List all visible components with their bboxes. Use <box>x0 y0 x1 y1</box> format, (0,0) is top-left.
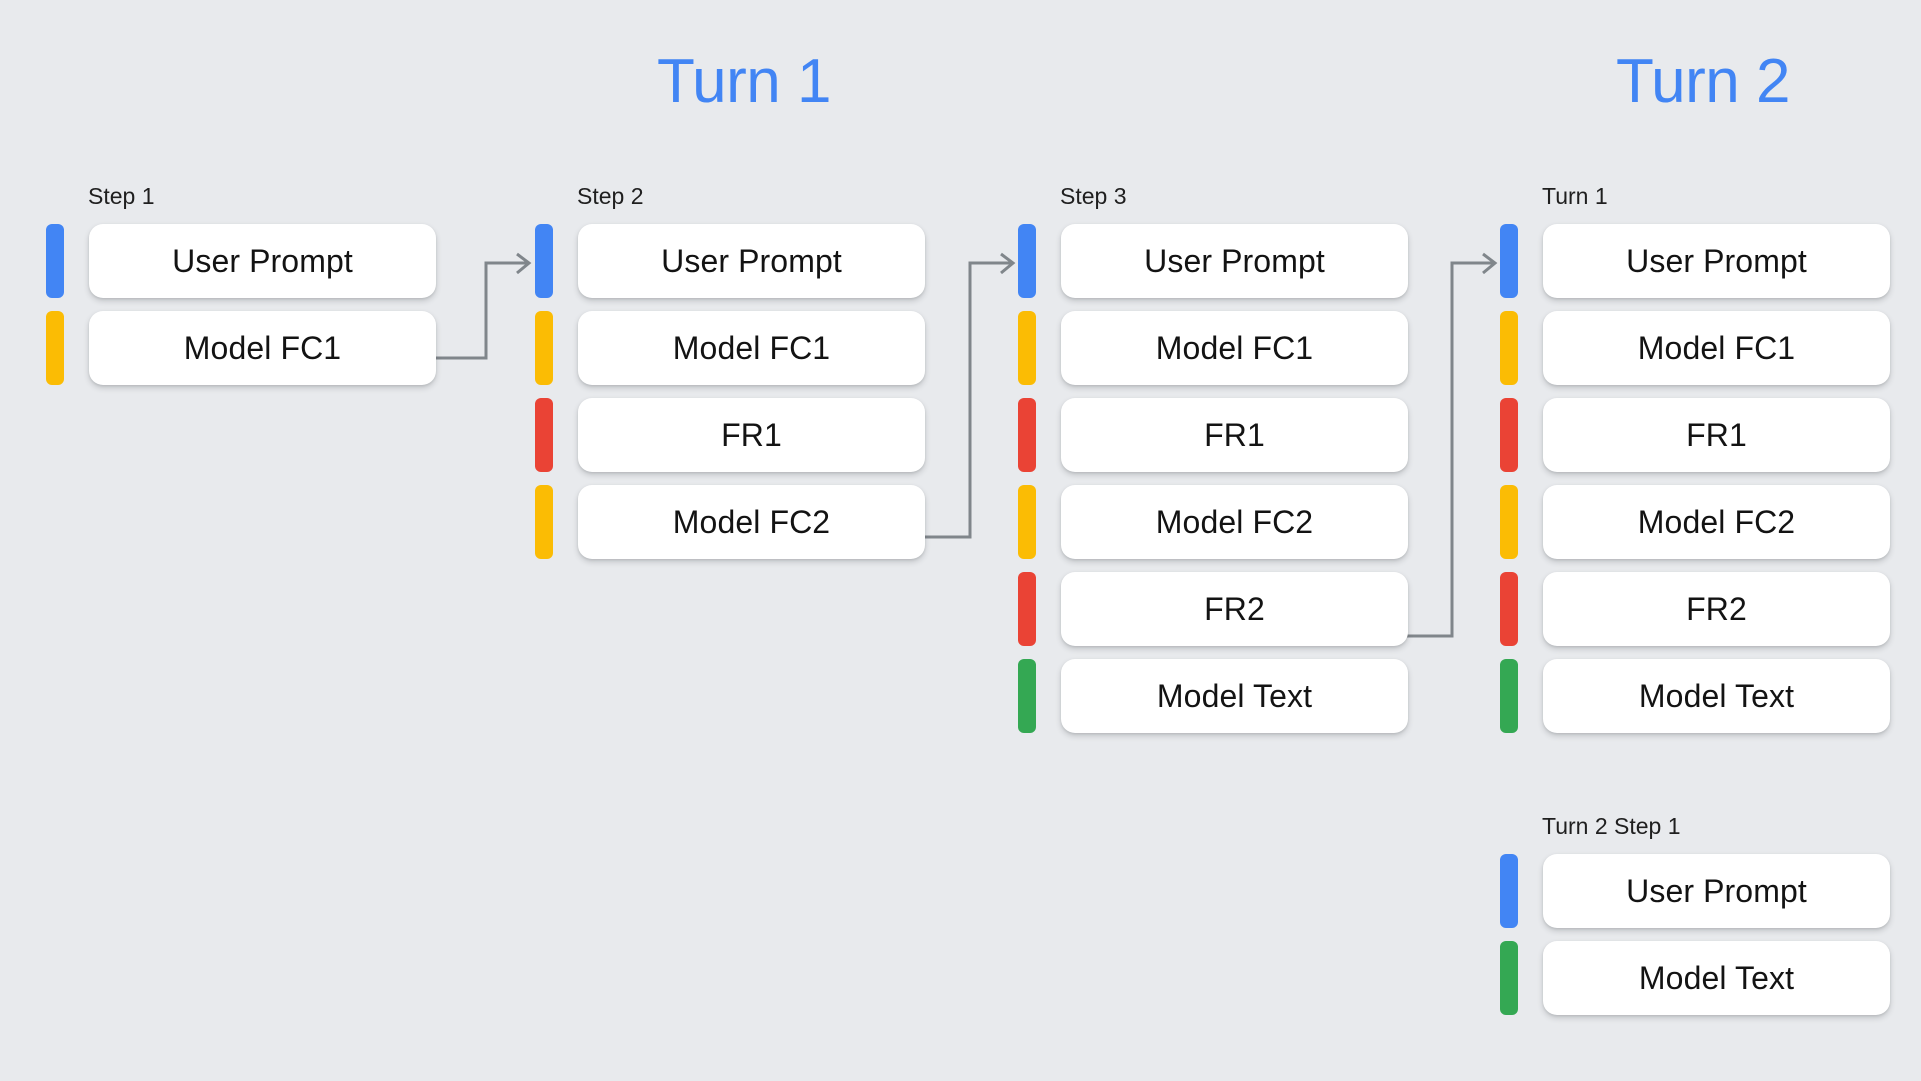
status-bar-user-prompt-icon <box>1018 224 1036 298</box>
card-function-response[interactable]: FR1 <box>1543 398 1890 472</box>
card-model-function-call[interactable]: Model FC2 <box>1543 485 1890 559</box>
status-bar-function-response-icon <box>535 398 553 472</box>
row-model-text[interactable]: Model Text <box>1018 659 1408 733</box>
row-user-prompt[interactable]: User Prompt <box>1500 224 1890 298</box>
heading-turn-1: Turn 1 <box>657 47 831 116</box>
row-user-prompt[interactable]: User Prompt <box>535 224 925 298</box>
status-bar-model-text-icon <box>1018 659 1036 733</box>
column-label-turn2-step1: Turn 2 Step 1 <box>1542 813 1681 839</box>
card-user-prompt[interactable]: User Prompt <box>578 224 925 298</box>
card-model-function-call[interactable]: Model FC1 <box>578 311 925 385</box>
card-model-function-call[interactable]: Model FC2 <box>1061 485 1408 559</box>
row-model-text[interactable]: Model Text <box>1500 941 1890 1015</box>
card-user-prompt[interactable]: User Prompt <box>1061 224 1408 298</box>
connector-step3-to-turn2 <box>1390 252 1498 638</box>
status-bar-model-text-icon <box>1500 659 1518 733</box>
status-bar-user-prompt-icon <box>1500 224 1518 298</box>
status-bar-function-response-icon <box>1018 572 1036 646</box>
status-bar-function-response-icon <box>1018 398 1036 472</box>
card-model-function-call[interactable]: Model FC1 <box>89 311 436 385</box>
card-user-prompt[interactable]: User Prompt <box>1543 854 1890 928</box>
row-model-function-call[interactable]: Model FC2 <box>1018 485 1408 559</box>
row-model-function-call[interactable]: Model FC1 <box>46 311 436 385</box>
row-model-text[interactable]: Model Text <box>1500 659 1890 733</box>
connector-step2-to-step3 <box>908 252 1016 539</box>
row-function-response[interactable]: FR1 <box>1018 398 1408 472</box>
row-function-response[interactable]: FR2 <box>1018 572 1408 646</box>
row-user-prompt[interactable]: User Prompt <box>1018 224 1408 298</box>
card-user-prompt[interactable]: User Prompt <box>1543 224 1890 298</box>
status-bar-function-response-icon <box>1500 572 1518 646</box>
card-function-response[interactable]: FR2 <box>1061 572 1408 646</box>
status-bar-model-function-call-icon <box>1500 485 1518 559</box>
card-model-text[interactable]: Model Text <box>1543 659 1890 733</box>
status-bar-model-text-icon <box>1500 941 1518 1015</box>
row-model-function-call[interactable]: Model FC2 <box>1500 485 1890 559</box>
status-bar-model-function-call-icon <box>535 311 553 385</box>
heading-turn-2: Turn 2 <box>1616 47 1790 116</box>
card-model-function-call[interactable]: Model FC1 <box>1061 311 1408 385</box>
row-model-function-call[interactable]: Model FC1 <box>535 311 925 385</box>
column-label-turn1-step3: Step 3 <box>1060 183 1127 209</box>
row-function-response[interactable]: FR1 <box>535 398 925 472</box>
card-model-text[interactable]: Model Text <box>1061 659 1408 733</box>
status-bar-user-prompt-icon <box>1500 854 1518 928</box>
card-model-function-call[interactable]: Model FC2 <box>578 485 925 559</box>
column-label-turn1-step2: Step 2 <box>577 183 644 209</box>
status-bar-model-function-call-icon <box>1018 485 1036 559</box>
row-function-response[interactable]: FR2 <box>1500 572 1890 646</box>
column-label-turn1-step1: Step 1 <box>88 183 155 209</box>
card-model-function-call[interactable]: Model FC1 <box>1543 311 1890 385</box>
row-model-function-call[interactable]: Model FC2 <box>535 485 925 559</box>
status-bar-model-function-call-icon <box>535 485 553 559</box>
status-bar-model-function-call-icon <box>1500 311 1518 385</box>
row-model-function-call[interactable]: Model FC1 <box>1500 311 1890 385</box>
status-bar-function-response-icon <box>1500 398 1518 472</box>
card-function-response[interactable]: FR1 <box>578 398 925 472</box>
row-model-function-call[interactable]: Model FC1 <box>1018 311 1408 385</box>
status-bar-user-prompt-icon <box>46 224 64 298</box>
column-label-turn2-history: Turn 1 <box>1542 183 1608 209</box>
row-function-response[interactable]: FR1 <box>1500 398 1890 472</box>
status-bar-model-function-call-icon <box>1018 311 1036 385</box>
card-function-response[interactable]: FR1 <box>1061 398 1408 472</box>
row-user-prompt[interactable]: User Prompt <box>46 224 436 298</box>
card-user-prompt[interactable]: User Prompt <box>89 224 436 298</box>
status-bar-model-function-call-icon <box>46 311 64 385</box>
connector-step1-to-step2 <box>424 252 532 360</box>
row-user-prompt[interactable]: User Prompt <box>1500 854 1890 928</box>
card-function-response[interactable]: FR2 <box>1543 572 1890 646</box>
status-bar-user-prompt-icon <box>535 224 553 298</box>
card-model-text[interactable]: Model Text <box>1543 941 1890 1015</box>
